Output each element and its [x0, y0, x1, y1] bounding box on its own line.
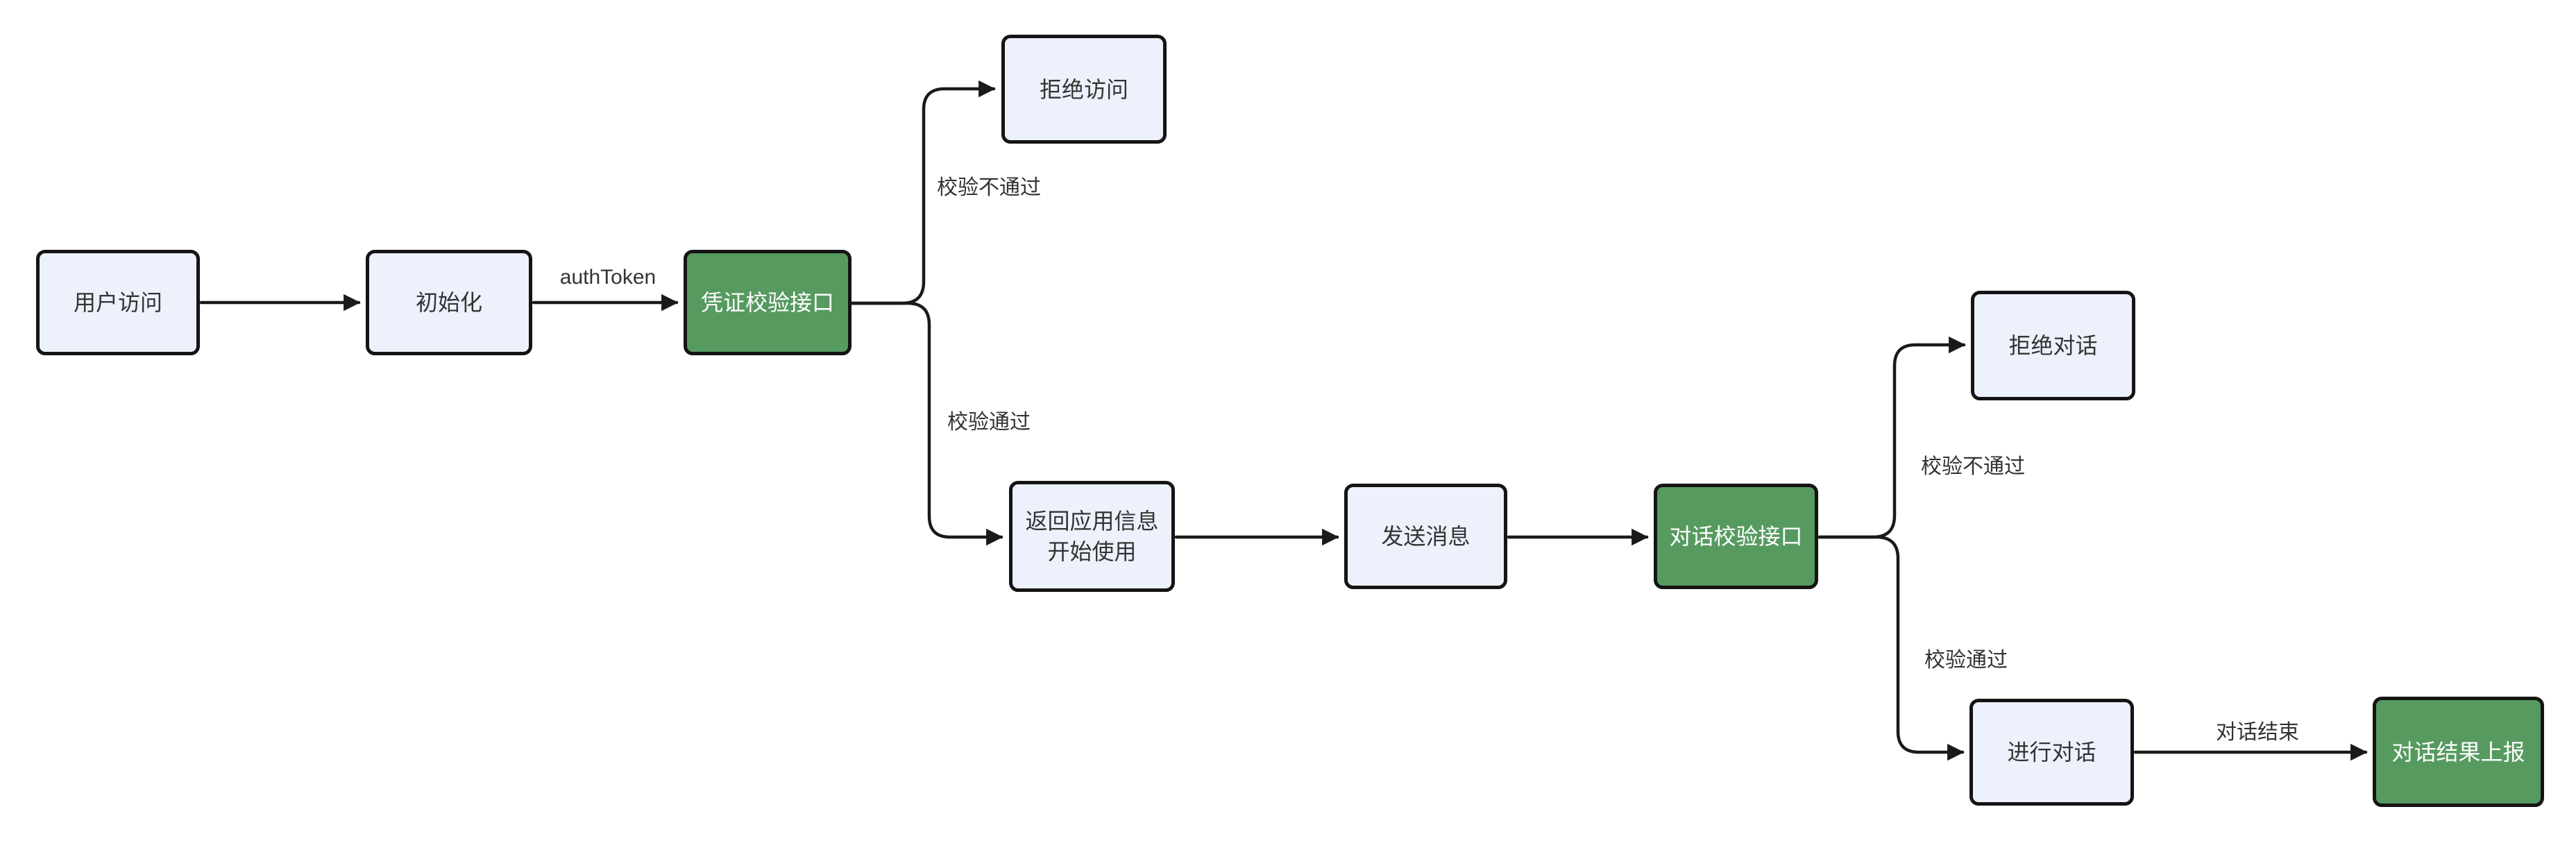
node-label: 用户访问: [73, 290, 162, 315]
node-label: 初始化: [415, 290, 482, 315]
node-label: 凭证校验接口: [700, 290, 834, 315]
node-label: 拒绝访问: [1039, 76, 1128, 102]
node-do-dialog: 进行对话: [1969, 699, 2134, 806]
edge-label-check-pass-2: 校验通过: [1922, 649, 2010, 672]
node-deny-access: 拒绝访问: [1001, 35, 1167, 144]
node-label: 返回应用信息 开始使用: [1025, 509, 1159, 564]
edge-label-check-fail-2: 校验不通过: [1918, 455, 2028, 479]
edge-label-auth-token: authToken: [557, 266, 659, 289]
node-deny-dialog: 拒绝对话: [1971, 291, 2135, 400]
node-credential-check: 凭证校验接口: [684, 250, 851, 355]
edge-dialog-check-to-do-dialog: [1817, 535, 1965, 761]
node-label: 拒绝对话: [2008, 333, 2098, 358]
node-label: 对话结果上报: [2391, 739, 2525, 765]
node-label: 对话校验接口: [1669, 524, 1803, 549]
node-dialog-check: 对话校验接口: [1654, 484, 1818, 589]
node-init: 初始化: [366, 250, 532, 355]
node-user-access: 用户访问: [36, 250, 200, 355]
edge-label-check-fail-1: 校验不通过: [934, 176, 1044, 200]
edge-label-dialog-end: 对话结束: [2213, 721, 2302, 745]
node-label: 进行对话: [2007, 740, 2096, 765]
node-label: 发送消息: [1381, 524, 1471, 549]
node-send-message: 发送消息: [1344, 484, 1507, 589]
node-return-app-info: 返回应用信息 开始使用: [1009, 481, 1175, 592]
edge-credential-check-to-return-app-info: [849, 301, 1003, 546]
edge-dialog-check-to-deny-dialog: [1817, 336, 1966, 539]
node-report-result: 对话结果上报: [2373, 697, 2544, 807]
edge-label-check-pass-1: 校验通过: [944, 411, 1033, 434]
